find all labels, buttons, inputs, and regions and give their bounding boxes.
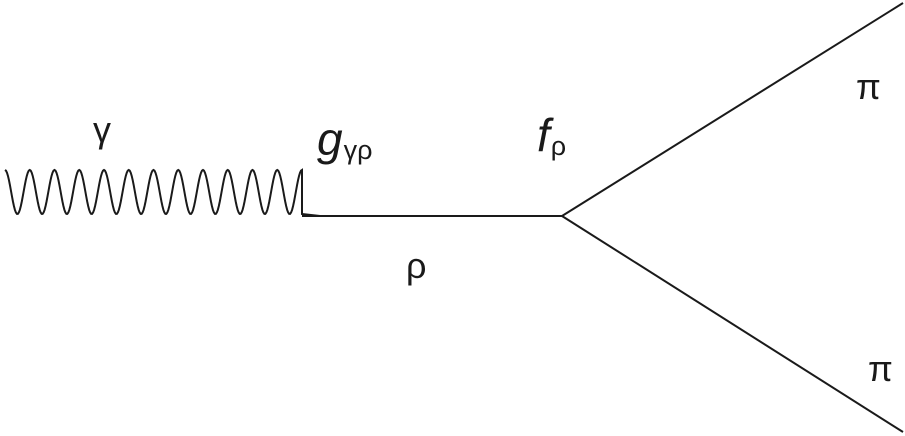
pion-top-label: π: [856, 66, 881, 107]
pion-bottom-line: [561, 215, 904, 433]
rho-pion-coupling-label: fρ: [537, 112, 566, 160]
photon-propagator-wavy-line: [4, 168, 321, 217]
photon-rho-coupling-symbol: g: [317, 113, 343, 165]
rho-label: ρ: [406, 245, 427, 286]
rho-pion-coupling-symbol: f: [537, 109, 550, 161]
photon-rho-coupling-label: gγρ: [317, 116, 372, 164]
photon-rho-coupling-subscript: γρ: [343, 135, 373, 165]
pion-top-line: [561, 2, 904, 217]
rho-pion-coupling-subscript: ρ: [550, 131, 567, 161]
pion-bottom-label: π: [868, 348, 893, 389]
photon-label: γ: [93, 109, 111, 150]
